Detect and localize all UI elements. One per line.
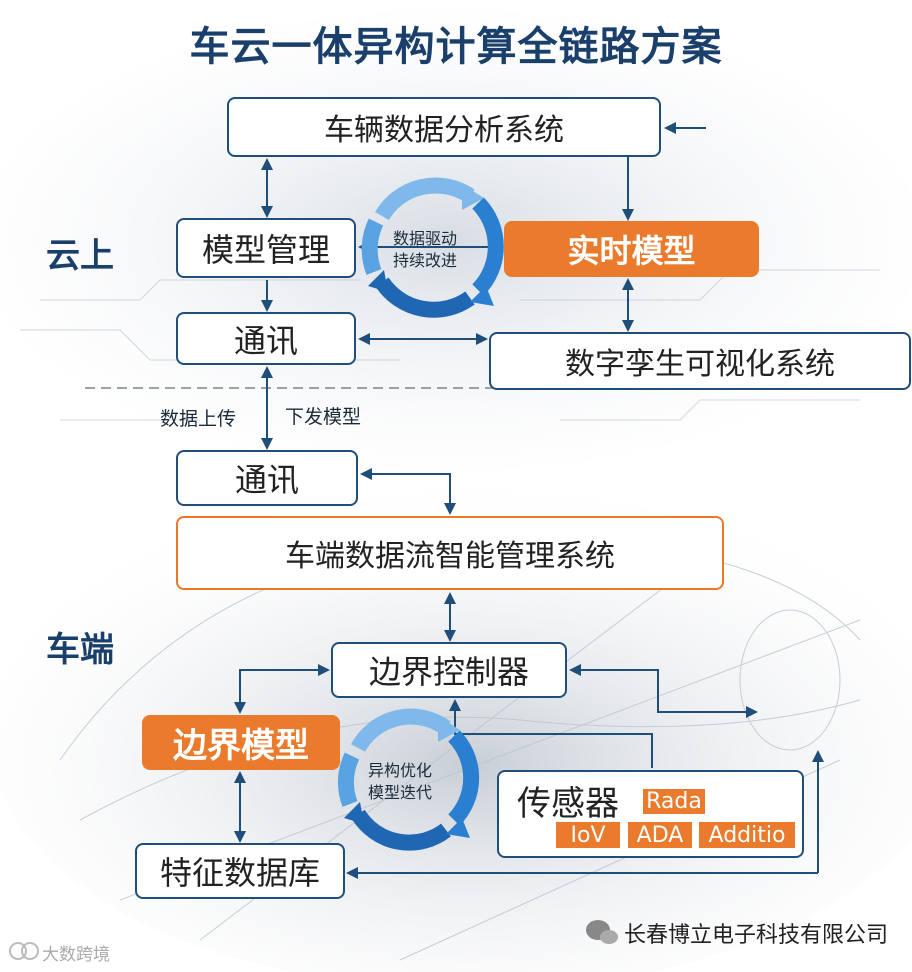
vehicle-cycle-ring [337,708,480,851]
dataflow-system-box: 车端数据流智能管理系统 [176,516,724,590]
sensor-tag-rada: Rada [643,789,705,814]
deploy-label: 下发模型 [285,406,362,428]
cloud-cycle-line2: 持续改进 [392,251,457,270]
vehicle-cycle-label: 异构优化 模型迭代 [358,760,442,804]
arrow-controller-edgemodel [234,664,330,714]
feature-db-box: 特征数据库 [135,843,345,899]
sensor-label: 传感器 [517,784,619,824]
vehicle-communication-box: 通讯 [176,450,358,506]
arrow-controller-right [569,664,758,718]
realtime-model-box: 实时模型 [504,221,759,277]
watermark-brand: 大数跨境 [42,945,110,965]
sensor-tag-iov: IoV [556,822,620,848]
edge-controller-box: 边界控制器 [331,642,567,698]
arrow-comm-dataflow [360,468,456,515]
logo-icon [9,942,39,960]
cloud-communication-box: 通讯 [176,312,356,365]
sensor-tag-additio: Additio [699,822,795,848]
section-label-cloud: 云上 [46,236,114,276]
upload-label: 数据上传 [160,408,237,430]
vehicle-cycle-line2: 模型迭代 [367,783,432,802]
vehicle-data-analysis-box: 车辆数据分析系统 [227,97,661,157]
model-management-box: 模型管理 [176,218,356,278]
sensor-tag-ada: ADA [628,822,692,848]
watermark-company: 长春博立电子科技有限公司 [624,923,889,948]
section-label-vehicle: 车端 [46,630,114,670]
digital-twin-box: 数字孪生可视化系统 [489,332,911,390]
vehicle-cycle-line1: 异构优化 [367,761,432,780]
diagram-title: 车云一体异构计算全链路方案 [189,24,723,70]
arrow-sensor-controller [449,699,653,768]
edge-model-box: 边界模型 [142,715,340,770]
cloud-cycle-ring [361,177,504,318]
wechat-icon [586,920,618,944]
